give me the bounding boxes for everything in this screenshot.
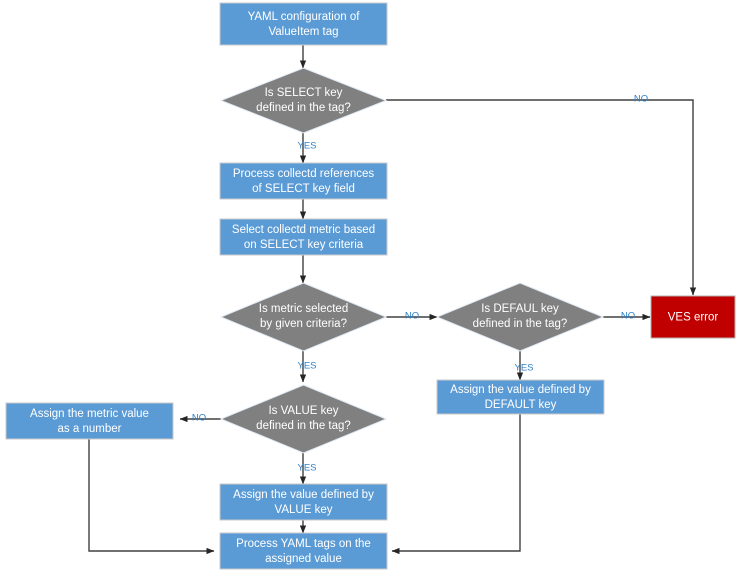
node-value-decision[interactable]: Is VALUE key defined in the tag? [219, 384, 388, 454]
node-process-yaml-line2: assigned value [265, 553, 342, 565]
node-assign-value-line1: Assign the value defined by [233, 489, 374, 501]
edge-label-select-no: NO [634, 94, 648, 105]
edge-label-metric-yes: YES [297, 361, 316, 372]
edge-label-value-yes: YES [297, 463, 316, 474]
node-select-decision-shape [219, 67, 388, 134]
node-process-refs-line1: Process collectd references [233, 168, 375, 180]
node-process-refs[interactable]: Process collectd references of SELECT ke… [219, 162, 388, 200]
node-ves-error-shape [650, 295, 736, 339]
node-default-decision-line1: Is DEFAUL key [481, 303, 559, 315]
node-process-yaml-line1: Process YAML tags on the [236, 538, 371, 550]
node-select-decision-line1: Is SELECT key [265, 87, 343, 99]
node-metric-decision[interactable]: Is metric selected by given criteria? [219, 282, 388, 352]
edge-label-select-yes: YES [297, 141, 316, 152]
node-metric-decision-shape [219, 282, 388, 352]
node-start-line2: ValueItem tag [268, 26, 338, 38]
node-assign-number-line2: as a number [58, 423, 122, 435]
edge-label-default-yes: YES [514, 363, 533, 374]
node-select-decision[interactable]: Is SELECT key defined in the tag? [219, 67, 388, 134]
edge-label-default-no: NO [621, 311, 635, 322]
connector-assign-number-to-process-yaml [88, 439, 215, 555]
node-process-refs-shape [219, 162, 388, 200]
node-default-decision[interactable]: Is DEFAUL key defined in the tag? [435, 282, 605, 352]
node-process-yaml-shape [219, 532, 388, 570]
node-assign-default-shape [436, 379, 605, 415]
node-default-decision-shape [435, 282, 605, 352]
node-select-metric-shape [219, 218, 388, 256]
edge-label-value-no: NO [192, 413, 206, 424]
node-default-decision-line2: defined in the tag? [473, 318, 568, 330]
node-ves-error[interactable]: VES error [650, 295, 736, 339]
node-assign-number[interactable]: Assign the metric value as a number [5, 402, 174, 440]
node-assign-default[interactable]: Assign the value defined by DEFAULT key [436, 379, 605, 415]
node-select-metric-line2: on SELECT key criteria [244, 239, 364, 251]
node-value-decision-line2: defined in the tag? [256, 420, 351, 432]
edge-label-metric-no: NO [405, 311, 419, 322]
node-assign-value-line2: VALUE key [275, 504, 333, 516]
connector-select-no-to-ves-error [386, 99, 697, 296]
node-start-shape [219, 2, 388, 46]
node-assign-number-shape [5, 402, 174, 440]
connector-assign-default-to-process-yaml [391, 414, 521, 555]
node-assign-value[interactable]: Assign the value defined by VALUE key [219, 483, 388, 521]
node-start-line1: YAML configuration of [248, 11, 361, 23]
node-select-metric[interactable]: Select collectd metric based on SELECT k… [219, 218, 388, 256]
node-value-decision-shape [219, 384, 388, 454]
node-assign-value-shape [219, 483, 388, 521]
node-process-refs-line2: of SELECT key field [252, 183, 355, 195]
node-assign-default-line1: Assign the value defined by [450, 384, 591, 396]
node-metric-decision-line2: by given criteria? [260, 318, 347, 330]
node-select-decision-line2: defined in the tag? [256, 102, 351, 114]
node-value-decision-line1: Is VALUE key [268, 405, 338, 417]
node-start[interactable]: YAML configuration of ValueItem tag [219, 2, 388, 46]
node-process-yaml[interactable]: Process YAML tags on the assigned value [219, 532, 388, 570]
node-assign-default-line2: DEFAULT key [485, 399, 557, 411]
node-metric-decision-line1: Is metric selected [259, 303, 348, 315]
node-ves-error-label: VES error [668, 312, 719, 324]
node-select-metric-line1: Select collectd metric based [232, 224, 375, 236]
node-assign-number-line1: Assign the metric value [30, 408, 149, 420]
